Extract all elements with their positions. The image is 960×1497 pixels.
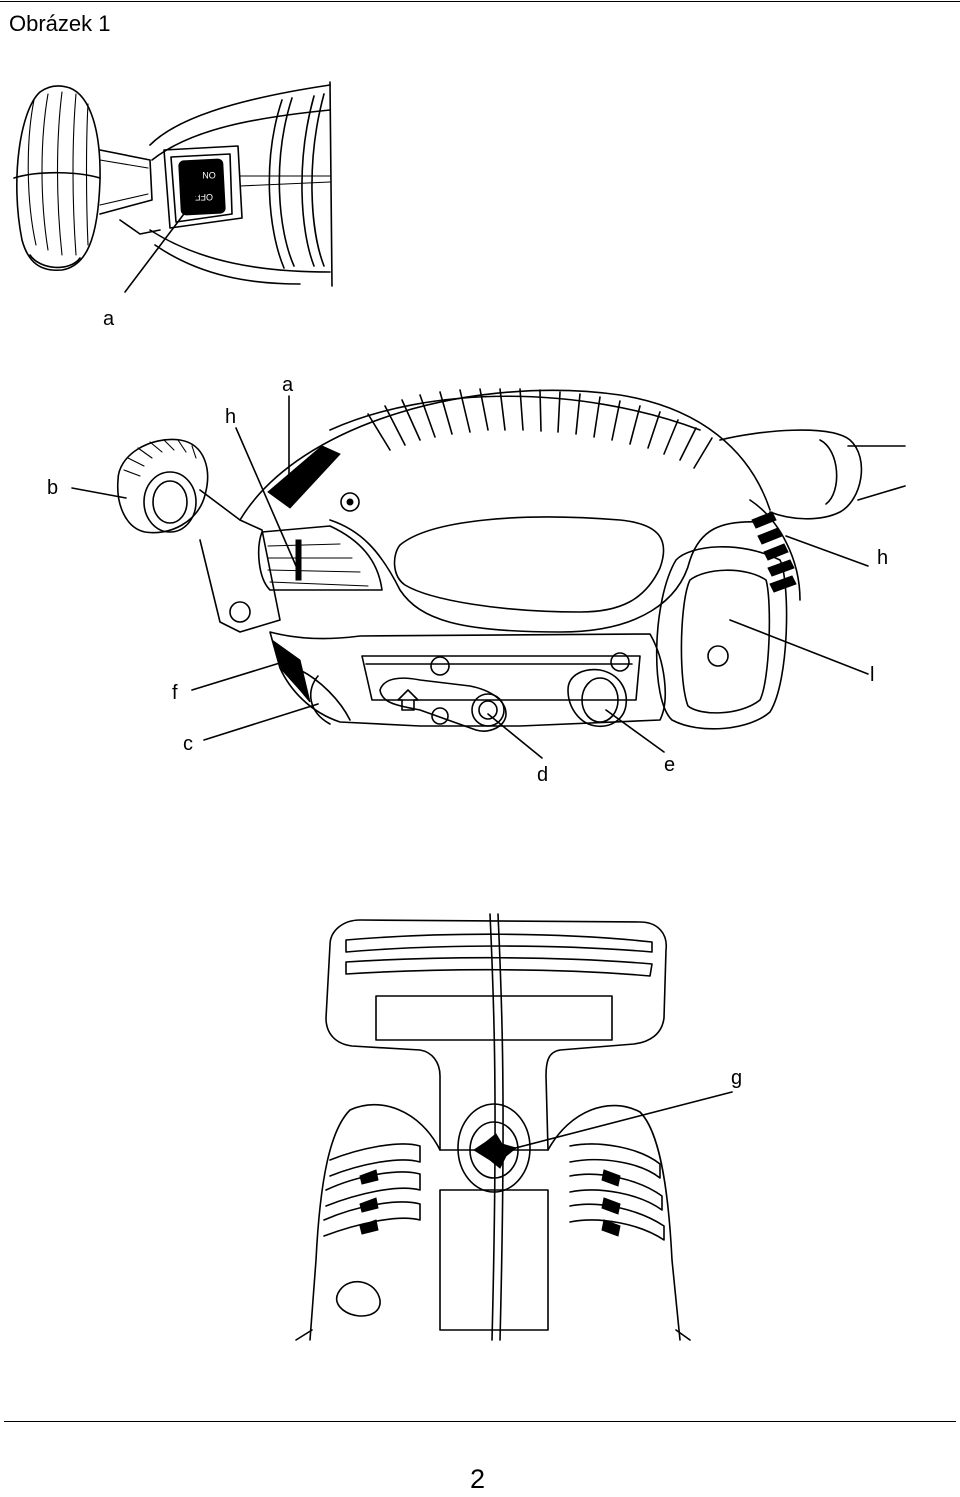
page-number: 2 bbox=[470, 1464, 486, 1494]
callout-h-right: h bbox=[877, 547, 889, 569]
machine-side-illustration bbox=[71, 388, 906, 759]
callout-l: l bbox=[870, 664, 875, 686]
callout-e: e bbox=[664, 754, 676, 776]
switch-detail-illustration: ON OFF bbox=[13, 81, 333, 293]
callout-a: a bbox=[282, 374, 294, 396]
bottom-rule bbox=[4, 1421, 956, 1422]
callout-g: g bbox=[731, 1067, 743, 1089]
callout-b: b bbox=[47, 477, 59, 499]
callout-d: d bbox=[537, 764, 549, 786]
top-rule bbox=[0, 1, 960, 2]
switch-on-label: ON bbox=[202, 170, 216, 180]
callout-c: c bbox=[183, 733, 193, 755]
switch-off-label: OFF bbox=[195, 192, 213, 202]
figure-title: Obrázek 1 bbox=[9, 11, 111, 36]
handle-top-illustration bbox=[295, 913, 733, 1341]
callout-h-left: h bbox=[225, 406, 237, 428]
callout-a-switch: a bbox=[103, 308, 115, 330]
callout-f: f bbox=[172, 682, 178, 704]
